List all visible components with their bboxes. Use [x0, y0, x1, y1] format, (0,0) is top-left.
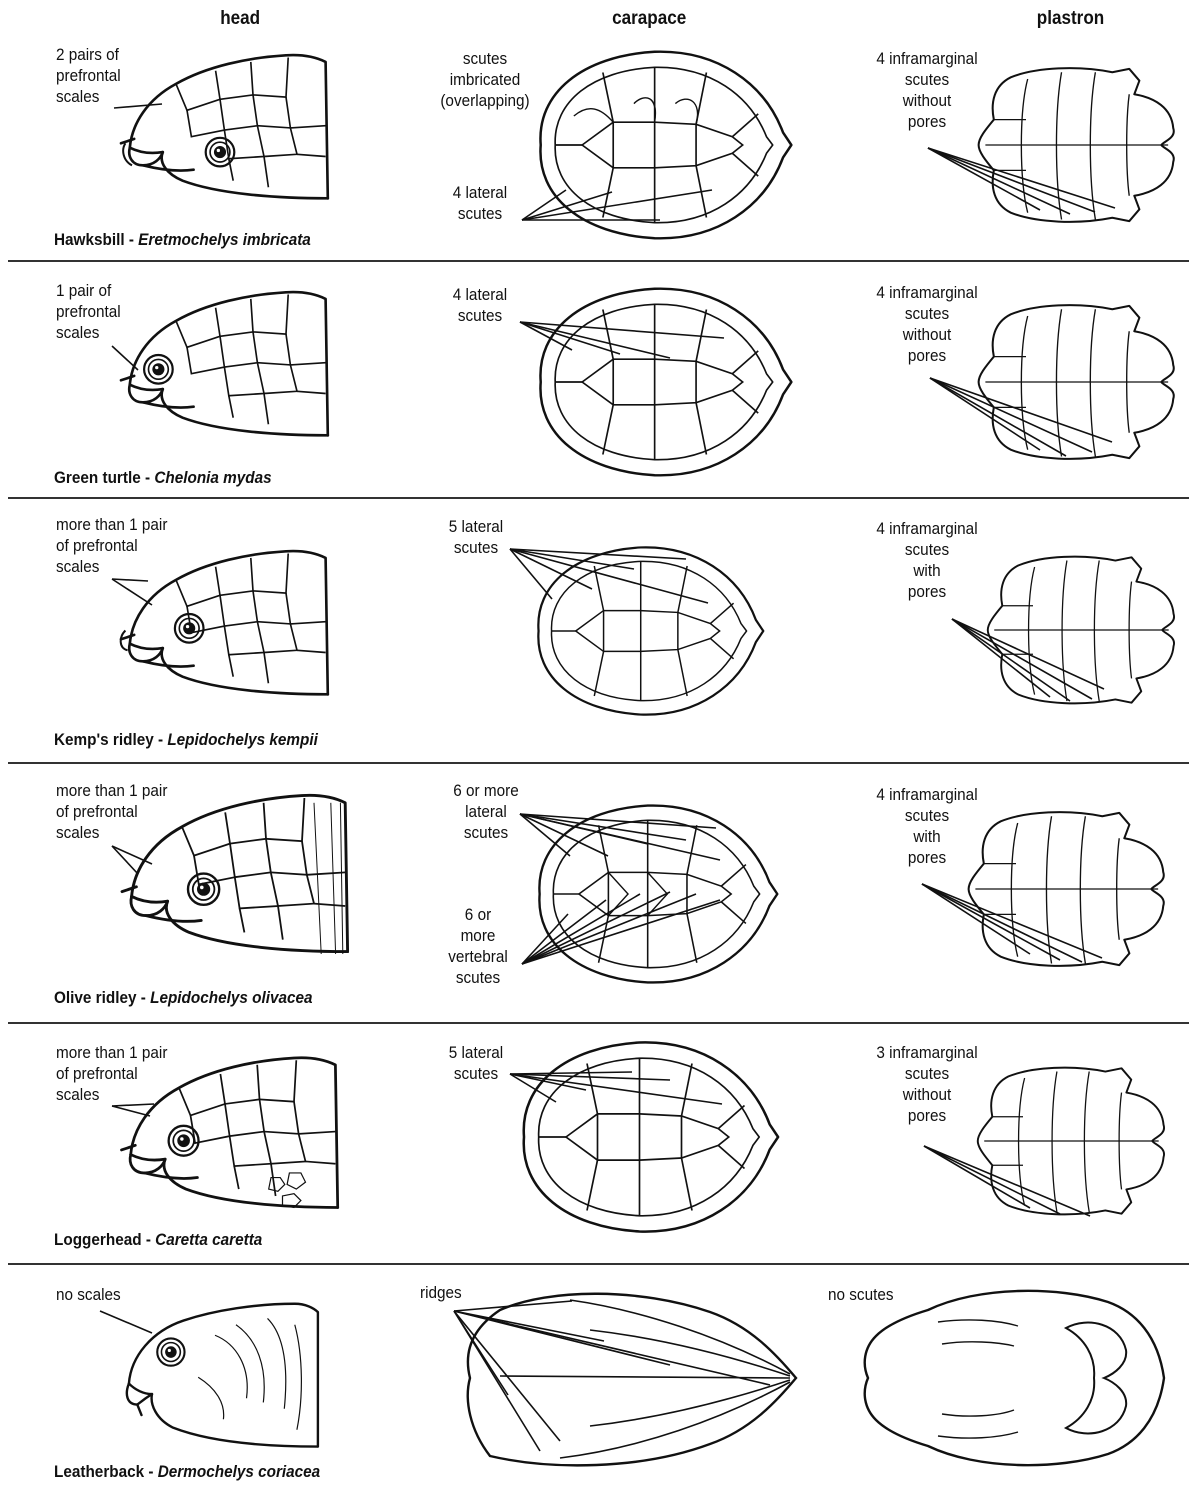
- olive-ridley-plastron-illustration: [950, 776, 1170, 1002]
- plastron-label: 4 inframarginal scutes with pores: [870, 518, 983, 602]
- scientific-name: Eretmochelys imbricata: [138, 230, 311, 249]
- common-name: Leatherback: [54, 1462, 144, 1481]
- name-separator: -: [141, 468, 155, 487]
- scientific-name: Caretta caretta: [155, 1230, 262, 1249]
- leatherback-plastron-illustration: [858, 1280, 1172, 1476]
- name-separator: -: [142, 1230, 156, 1249]
- common-name: Hawksbill: [54, 230, 125, 249]
- hawksbill-carapace-illustration: [520, 40, 810, 250]
- leatherback-carapace-illustration: [440, 1280, 810, 1476]
- loggerhead-plastron-illustration: [960, 1036, 1170, 1246]
- common-name: Loggerhead: [54, 1230, 142, 1249]
- carapace-label-lateral: 6 or more lateral scutes: [441, 780, 531, 843]
- carapace-label-lateral: 4 lateral scutes: [444, 182, 516, 224]
- name-separator: -: [125, 230, 139, 249]
- green-turtle-carapace-illustration: [520, 276, 810, 488]
- species-name: Leatherback - Dermochelys coriacea: [54, 1462, 320, 1482]
- species-name: Kemp's ridley - Lepidochelys kempii: [54, 730, 318, 750]
- scientific-name: Lepidochelys olivacea: [150, 988, 312, 1007]
- name-separator: -: [137, 988, 151, 1007]
- species-name: Olive ridley - Lepidochelys olivacea: [54, 988, 313, 1008]
- species-name: Loggerhead - Caretta caretta: [54, 1230, 262, 1250]
- common-name: Kemp's ridley: [54, 730, 154, 749]
- olive-ridley-carapace-illustration: [520, 774, 795, 1014]
- name-separator: -: [144, 1462, 158, 1481]
- hawksbill-plastron-illustration: [960, 40, 1180, 250]
- carapace-label-lateral: 5 lateral scutes: [440, 516, 512, 558]
- name-separator: -: [154, 730, 168, 749]
- kemps-ridley-plastron-illustration: [970, 510, 1180, 750]
- scientific-name: Chelonia mydas: [154, 468, 271, 487]
- species-name: Green turtle - Chelonia mydas: [54, 468, 272, 488]
- kemps-ridley-carapace-illustration: [520, 506, 780, 756]
- loggerhead-carapace-illustration: [500, 1032, 800, 1242]
- carapace-label-lateral: 4 lateral scutes: [444, 284, 516, 326]
- green-turtle-plastron-illustration: [960, 276, 1180, 488]
- common-name: Green turtle: [54, 468, 141, 487]
- carapace-label-vertebral: 6 or more vertebral scutes: [442, 904, 514, 988]
- scientific-name: Dermochelys coriacea: [158, 1462, 320, 1481]
- species-name: Hawksbill - Eretmochelys imbricata: [54, 230, 311, 250]
- scientific-name: Lepidochelys kempii: [167, 730, 318, 749]
- common-name: Olive ridley: [54, 988, 137, 1007]
